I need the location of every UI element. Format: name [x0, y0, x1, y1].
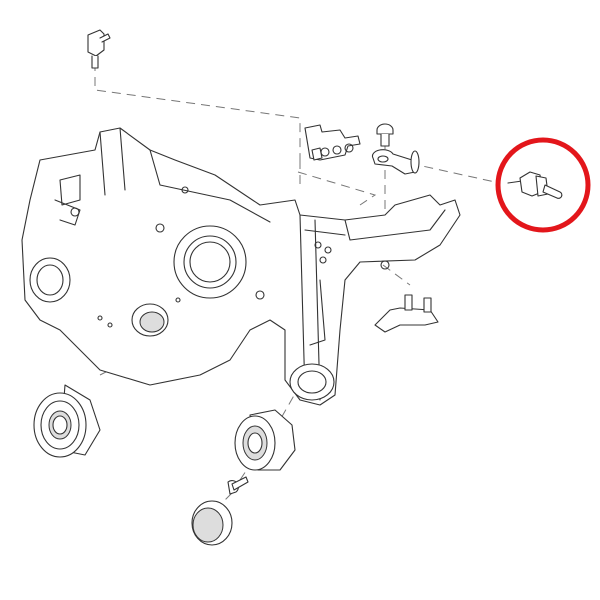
stud-mount-part — [374, 294, 439, 333]
ring-terminal-part — [371, 149, 420, 175]
ball-bearing-part — [33, 384, 101, 458]
bracket-part — [304, 124, 361, 161]
small-screw-part — [227, 476, 249, 495]
switch-part[interactable] — [495, 137, 591, 233]
crankcase-housing-part — [21, 127, 461, 406]
highlight-circle — [495, 137, 591, 233]
screw-part — [376, 123, 394, 147]
plug-cap-part — [191, 500, 233, 546]
oil-seal-part — [234, 409, 296, 471]
connector-plug-part — [87, 29, 111, 69]
